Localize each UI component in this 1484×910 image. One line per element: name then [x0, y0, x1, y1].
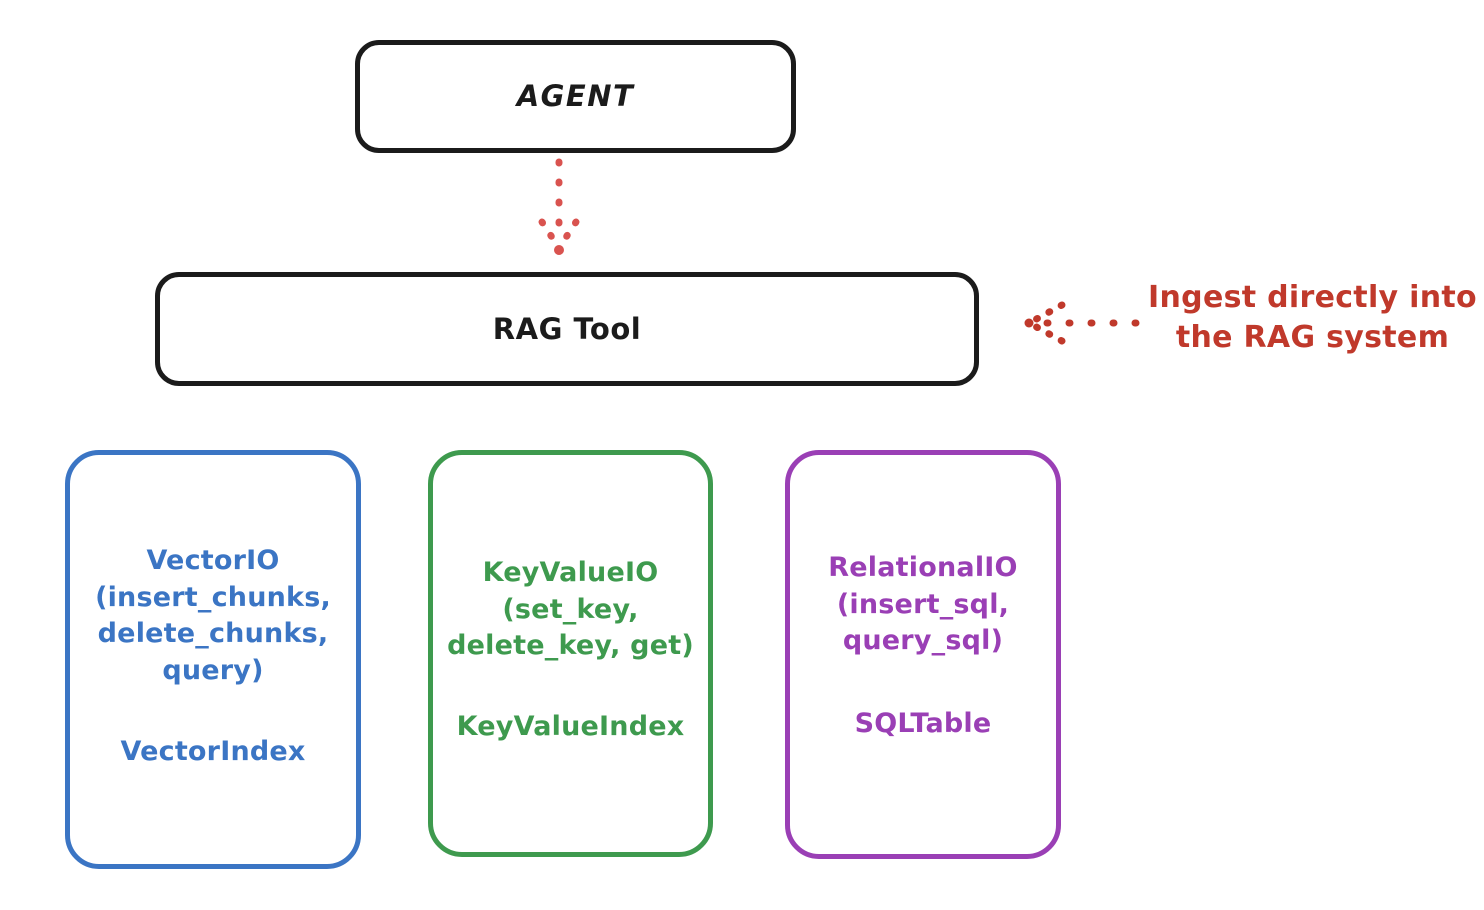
node-agent-label: AGENT: [516, 79, 635, 114]
node-relational-io-sublabel: SQLTable: [854, 708, 992, 740]
node-key-value-io[interactable]: KeyValueIO (set_key, delete_key, get) Ke…: [428, 450, 713, 857]
ingest-annotation-text: Ingest directly into the RAG system: [1148, 280, 1477, 355]
node-rag-tool-label: RAG Tool: [492, 311, 642, 346]
node-relational-io[interactable]: RelationalIO (insert_sql, query_sql) SQL…: [785, 450, 1061, 859]
node-rag-tool[interactable]: RAG Tool: [155, 272, 979, 386]
node-vector-io[interactable]: VectorIO (insert_chunks, delete_chunks, …: [65, 450, 361, 869]
node-relational-io-label: RelationalIO (insert_sql, query_sql): [828, 552, 1018, 657]
node-vector-io-label: VectorIO (insert_chunks, delete_chunks, …: [95, 545, 331, 687]
node-key-value-io-sublabel: KeyValueIndex: [456, 711, 685, 743]
node-agent[interactable]: AGENT: [355, 40, 796, 153]
edge-agent-to-rag-tool-arrow: [538, 158, 580, 255]
ingest-pointer-arrow-icon: [1024, 301, 1140, 345]
node-vector-io-sublabel: VectorIndex: [120, 735, 306, 767]
node-key-value-io-label: KeyValueIO (set_key, delete_key, get): [447, 557, 694, 662]
